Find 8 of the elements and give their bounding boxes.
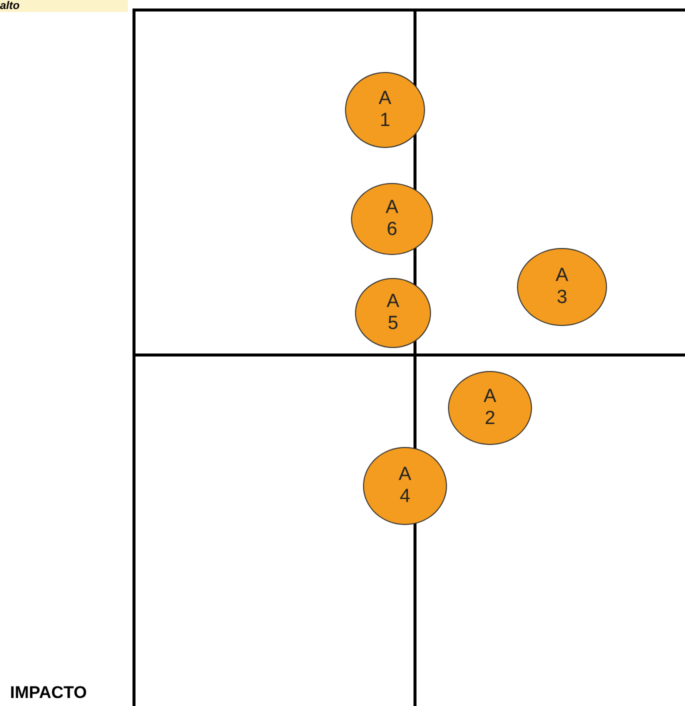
risk-circle: A 2	[448, 371, 532, 445]
axis-label: IMPACTO	[10, 683, 87, 703]
risk-circle: A 1	[345, 72, 425, 148]
risk-circle: A 6	[351, 183, 433, 255]
axis-label: alto	[0, 0, 128, 12]
risk-circle: A 3	[517, 248, 607, 326]
risk-circle: A 4	[363, 447, 447, 525]
risk-circle: A 5	[355, 278, 431, 348]
